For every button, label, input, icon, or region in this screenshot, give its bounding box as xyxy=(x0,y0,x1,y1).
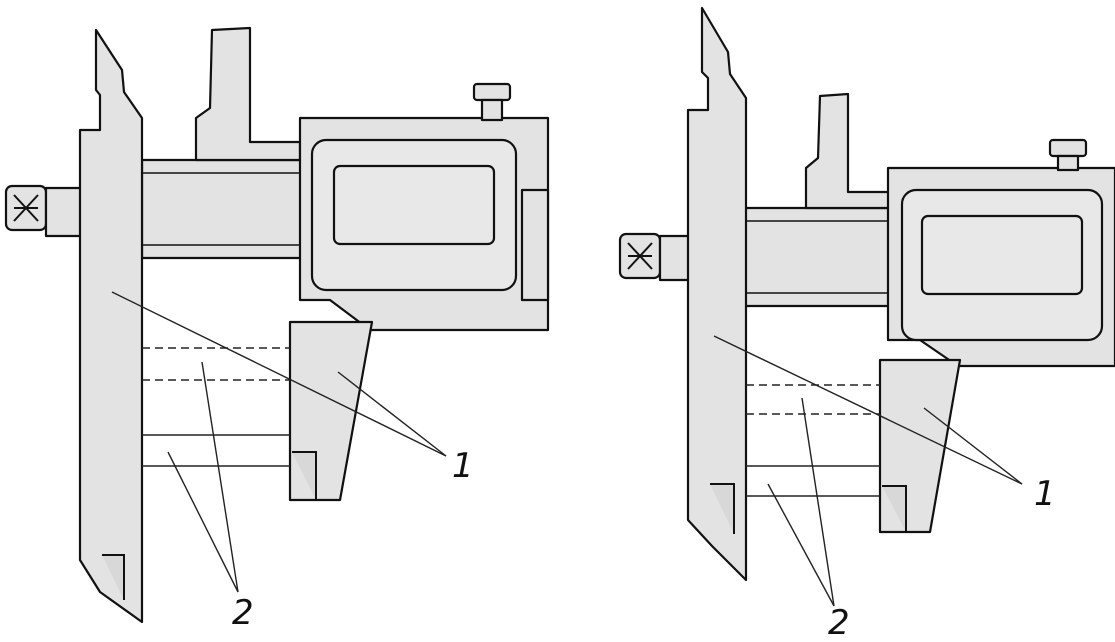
callout-2: 2 xyxy=(828,603,850,642)
fixed-jaw xyxy=(686,6,748,582)
leader-1-b xyxy=(337,371,447,457)
caliper-diagram-left: 1 2 xyxy=(4,26,550,633)
leader-2-b xyxy=(167,451,239,593)
leader-2-a xyxy=(801,397,835,607)
knurling-icon xyxy=(627,242,653,270)
caliper-figure-left: 1 2 xyxy=(0,0,557,642)
main-beam xyxy=(742,206,892,308)
top-knob xyxy=(472,82,512,102)
callout-1: 1 xyxy=(1034,474,1056,514)
top-knob-stem xyxy=(1056,154,1080,172)
lower-sliding-jaw xyxy=(288,320,374,502)
callout-1: 1 xyxy=(452,446,474,486)
leader-2-a xyxy=(201,361,239,593)
leader-1-b xyxy=(923,407,1023,485)
upper-sliding-jaw xyxy=(194,26,302,162)
fixed-jaw-tip xyxy=(710,483,735,534)
display-window xyxy=(332,164,496,246)
knurling-icon xyxy=(13,194,39,222)
display-window xyxy=(920,214,1084,296)
lower-jaw-tip xyxy=(882,485,907,532)
fixed-jaw xyxy=(78,28,144,624)
caliper-figure-right: 1 2 xyxy=(558,0,1115,642)
leader-1-a xyxy=(111,291,447,457)
side-button xyxy=(520,188,550,302)
upper-sliding-jaw xyxy=(804,92,892,210)
caliper-diagram-right: 1 2 xyxy=(618,6,1115,642)
leader-2-b xyxy=(767,483,835,607)
leader-1-a xyxy=(713,335,1023,485)
lower-jaw-tip xyxy=(292,451,317,500)
top-knob xyxy=(1048,138,1088,158)
fixed-jaw-tip xyxy=(102,554,125,600)
top-knob-stem xyxy=(480,98,504,122)
main-beam xyxy=(140,158,304,260)
lower-sliding-jaw xyxy=(878,358,962,534)
callout-2: 2 xyxy=(232,593,254,633)
